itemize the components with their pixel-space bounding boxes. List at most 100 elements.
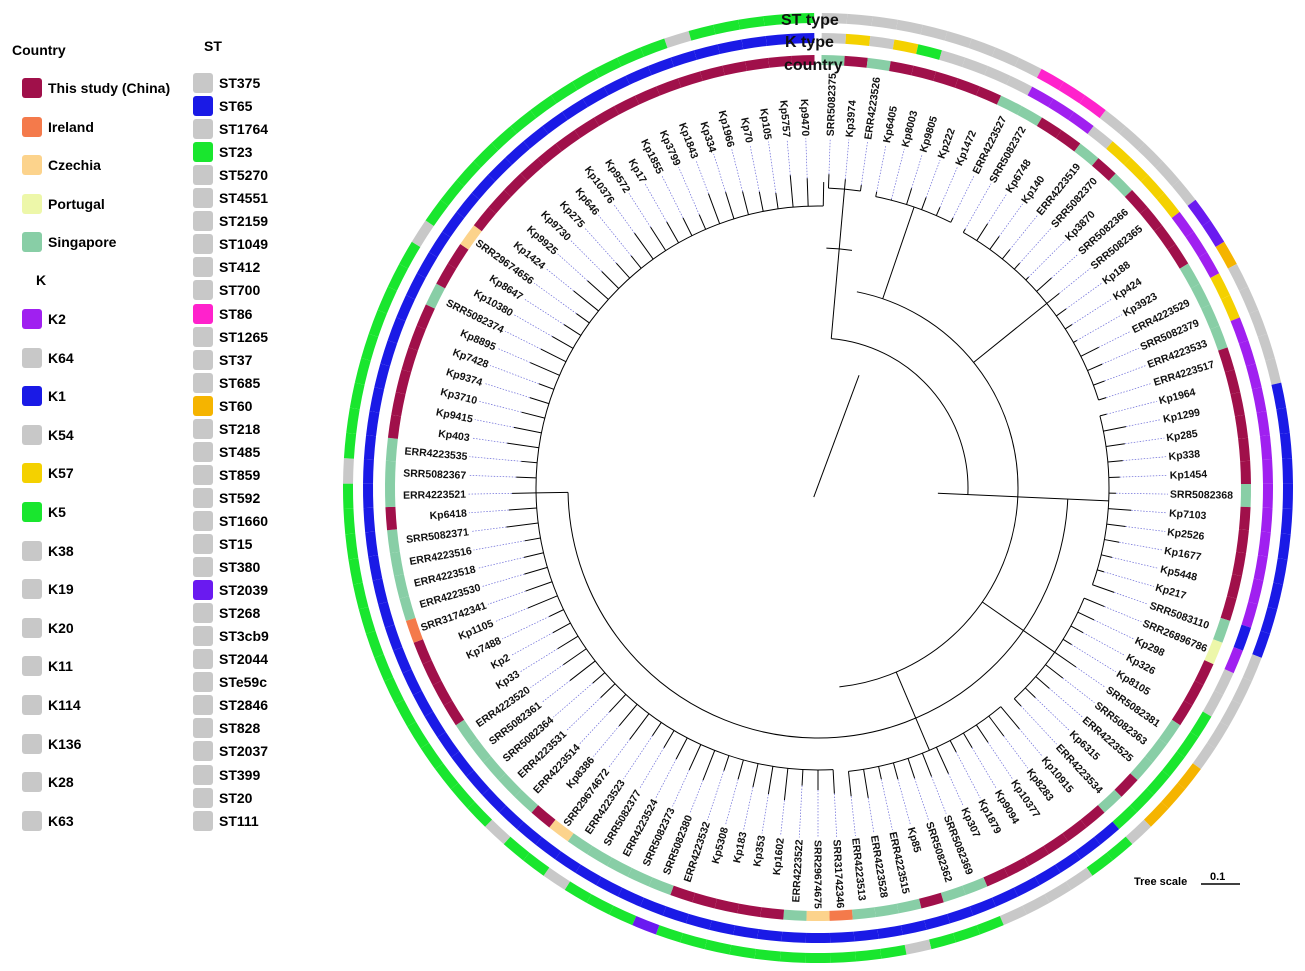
k-segment [365, 531, 379, 557]
branch [1083, 597, 1105, 608]
k-segment [781, 931, 807, 943]
country-segment [387, 529, 400, 554]
st-label: ST380 [219, 559, 261, 576]
country-label: Portugal [48, 195, 105, 212]
leaf-label: Kp6418 [429, 507, 467, 522]
st-segment [1161, 782, 1186, 809]
st-segment [1271, 382, 1287, 410]
st-segment [704, 939, 732, 955]
country-segment [405, 617, 423, 643]
k-segment [1106, 141, 1131, 165]
k-segment [374, 363, 390, 390]
country-segment [385, 437, 398, 462]
country-segment [1213, 617, 1231, 643]
st-segment [1260, 606, 1278, 634]
leaf-label: Kp8003 [899, 109, 920, 148]
st-segment [1257, 333, 1275, 361]
leaf-guide [468, 475, 517, 478]
st-swatch [193, 165, 213, 186]
country-segment [520, 158, 545, 181]
country-segment [455, 719, 478, 745]
country-segment [1238, 437, 1251, 462]
st-ring-label: ST type [781, 12, 839, 29]
k-segment [947, 906, 974, 924]
k-segment [1233, 624, 1252, 651]
country-segment [1236, 529, 1249, 554]
branch [1099, 413, 1107, 417]
leaf-guide [948, 773, 964, 807]
branch [634, 232, 654, 260]
leaf-guide [482, 573, 525, 587]
st-segment [1227, 263, 1249, 291]
st-swatch [193, 764, 213, 785]
leaf-guide [487, 590, 526, 605]
country-segment [791, 55, 815, 66]
st-label: ST5270 [219, 167, 269, 184]
k-label: K136 [48, 735, 82, 752]
leaf-guide [494, 607, 528, 623]
k-legend-item: K20 [22, 617, 74, 639]
k-swatch [22, 733, 42, 754]
leaf-guide [469, 456, 522, 462]
st-segment [425, 199, 449, 227]
branch [557, 635, 579, 650]
country-segment [634, 86, 660, 105]
leaf-guide [639, 747, 665, 790]
leaf-guide [1106, 382, 1153, 398]
leaf-guide [1114, 592, 1149, 605]
st-segment [880, 944, 907, 959]
k-segment [829, 931, 855, 943]
st-segment [361, 333, 379, 361]
branch [906, 188, 913, 205]
leaf-guide [1019, 227, 1052, 264]
country-segment [1145, 738, 1167, 763]
leaf-label: Kp307 [958, 806, 982, 840]
country-segment [385, 460, 396, 485]
k-segment [428, 231, 451, 258]
k-segment [1210, 273, 1231, 300]
st-swatch [193, 603, 213, 624]
country-segment [443, 700, 465, 726]
st-swatch [193, 441, 213, 462]
leaf-label: Kp17 [626, 157, 649, 185]
leaf-guide [713, 153, 726, 193]
st-segment [904, 939, 932, 955]
branch [988, 715, 1005, 737]
country-segment [1183, 680, 1204, 706]
country-segment [722, 61, 747, 76]
branch [630, 255, 642, 269]
country-segment [1017, 105, 1043, 127]
leaf-guide [955, 751, 981, 799]
country-segment [1124, 189, 1148, 214]
branch [525, 581, 553, 592]
leaf-guide [780, 800, 785, 837]
country-segment [996, 95, 1022, 115]
country-segment [1179, 263, 1200, 289]
leaf-label: ERR4223516 [409, 545, 473, 568]
country-segment [1062, 819, 1087, 842]
branch [723, 755, 730, 771]
branch [1105, 443, 1125, 447]
k-segment [789, 33, 815, 44]
leaf-guide [805, 138, 808, 179]
branch [563, 648, 587, 666]
st-legend-item: ST65 [193, 95, 252, 117]
leaf-guide [530, 664, 564, 688]
k-segment [924, 913, 951, 930]
leaf-guide [911, 153, 923, 189]
leaf-label: SRR5082367 [403, 468, 467, 482]
st-label: ST592 [219, 489, 261, 506]
st-legend-item: ST592 [193, 487, 260, 509]
leaf-guide [570, 240, 603, 272]
country-legend-item: Portugal [22, 193, 105, 215]
st-legend-item: ST20 [193, 787, 252, 809]
k-segment [1112, 805, 1137, 830]
st-segment [358, 606, 376, 634]
leaf-guide [876, 144, 887, 192]
k-segment [741, 36, 767, 50]
k-ring-label: K type [785, 34, 834, 51]
st-legend-item: ST1265 [193, 326, 268, 348]
leaf-guide [468, 509, 509, 514]
st-segment [345, 533, 359, 560]
leaf-guide [1093, 619, 1134, 640]
